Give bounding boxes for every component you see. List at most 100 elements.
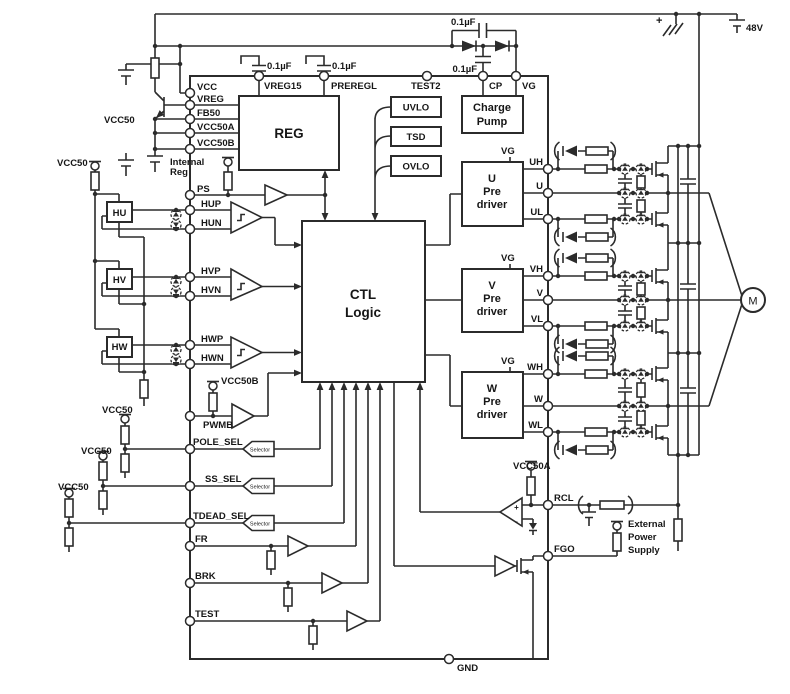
selector-label-tdead: Selector: [250, 522, 270, 528]
pin-label-vl: VL: [531, 314, 543, 325]
reg-block: [238, 95, 340, 171]
u-pre-label1: U: [488, 173, 496, 185]
pin-wl: [542, 426, 554, 438]
junction-dots: [66, 11, 702, 624]
pin-label-vh: VH: [530, 264, 543, 275]
pin-vh: [542, 270, 554, 282]
pin-wh: [542, 368, 554, 380]
vcc50-label-ss: VCC50: [81, 446, 112, 457]
v-pre-label2: Pre: [483, 293, 501, 305]
pin-label-wl: WL: [528, 420, 543, 431]
v-pre-label1: V: [488, 280, 496, 292]
pin-label-preregl: PREREGL: [331, 81, 377, 92]
pin-cp: [477, 70, 489, 82]
pin-test: [184, 615, 196, 627]
pin-vcc: [184, 87, 196, 99]
cap-label-cp-top: 0.1µF: [451, 17, 476, 28]
v-predriver-block: [461, 268, 524, 333]
pin-tdead-sel: [184, 517, 196, 529]
pin-label-hwp: HWP: [201, 334, 224, 345]
ext-supply-label2: Power: [628, 532, 657, 543]
w-pre-label1: W: [487, 383, 498, 395]
pin-vcc50a: [184, 127, 196, 139]
rcl-comparator: [498, 496, 523, 528]
ctl-label1: CTL: [350, 287, 376, 302]
pin-hup: [184, 204, 196, 216]
pin-v: [542, 294, 554, 306]
u-predriver-block: [461, 161, 524, 227]
pin-label-hwn: HWN: [201, 353, 224, 364]
pin-label-rcl: RCL: [554, 493, 574, 504]
ext-supply-label1: External: [628, 519, 666, 530]
pin-label-fr: FR: [195, 534, 208, 545]
pwmb-buffer: [231, 402, 256, 430]
pin-fb50: [184, 113, 196, 125]
vg-net-v: VG: [501, 253, 515, 264]
uvlo-block: [390, 96, 442, 118]
pin-vg: [510, 70, 522, 82]
pin-label-cp: CP: [489, 81, 503, 92]
cap-label-cp-fly: 0.1µF: [453, 64, 478, 75]
pin-rcl: [542, 499, 554, 511]
pin-uh: [542, 163, 554, 175]
pin-label-vcc: VCC: [197, 82, 217, 93]
pin-u: [542, 187, 554, 199]
ovlo-block: [390, 155, 442, 177]
hu-schmitt: [230, 200, 264, 235]
ovlo-label: OVLO: [403, 162, 430, 173]
pin-label-vcc50a: VCC50A: [197, 122, 235, 133]
pin-hvp: [184, 271, 196, 283]
pin-pole-sel: [184, 443, 196, 455]
pin-ps: [184, 189, 196, 201]
pin-label-uh: UH: [529, 157, 543, 168]
motor-label: M: [748, 296, 757, 308]
pin-label-ss-sel: SS_SEL: [205, 474, 242, 485]
ext-supply-label3: Supply: [628, 545, 660, 556]
vcc50-net-label: VCC50: [104, 115, 135, 126]
pin-label-hup: HUP: [201, 199, 222, 210]
pin-label-gnd: GND: [457, 663, 478, 674]
fgo-buffer: [494, 554, 517, 578]
ss-selector: [241, 477, 275, 495]
labels: VREG15 PREREGL TEST2 CP VG VCC VREG FB50…: [57, 15, 764, 674]
ctl-logic-block: [301, 220, 426, 383]
hall-hu-box: [106, 201, 133, 223]
fr-buffer: [287, 534, 310, 558]
pin-hun: [184, 223, 196, 235]
pin-label-ps: PS: [197, 184, 210, 195]
uvlo-label: UVLO: [403, 103, 429, 114]
u-pre-label2: Pre: [483, 186, 501, 198]
hall-hv-label: HV: [113, 275, 127, 286]
pin-preregl: [318, 70, 330, 82]
internal-reg-label2: Reg: [170, 167, 188, 178]
vcc50-supply-hall: [88, 160, 102, 171]
vcc50a-label: VCC50A: [513, 461, 551, 472]
vg-net-w: VG: [501, 356, 515, 367]
reg-label: REG: [274, 126, 303, 141]
pin-fr: [184, 540, 196, 552]
pin-vreg: [184, 99, 196, 111]
pin-label-hun: HUN: [201, 218, 222, 229]
charge-pump-label2: Pump: [477, 116, 508, 128]
pin-vcc50b: [184, 143, 196, 155]
comparator-plus: +: [514, 503, 519, 512]
pin-label-ul: UL: [530, 207, 543, 218]
tsd-block: [390, 126, 442, 147]
buffers: [230, 183, 523, 633]
hall-hw-box: [106, 336, 133, 358]
vcc50-label-hall: VCC50: [57, 158, 88, 169]
hall-hv-box: [106, 268, 133, 290]
selector-label-ss: Selector: [250, 485, 270, 491]
pin-label-v: V: [537, 288, 544, 299]
pin-fgo: [542, 550, 554, 562]
pin-label-test: TEST: [195, 609, 219, 620]
brk-buffer: [321, 571, 344, 595]
pin-vl: [542, 320, 554, 332]
w-predriver-block: [461, 371, 524, 439]
ctl-label2: Logic: [345, 305, 381, 320]
cap-label-preregl: 0.1µF: [332, 61, 357, 72]
motor: [740, 287, 766, 313]
selector-label-pole: Selector: [250, 448, 270, 454]
pin-hwn: [184, 358, 196, 370]
